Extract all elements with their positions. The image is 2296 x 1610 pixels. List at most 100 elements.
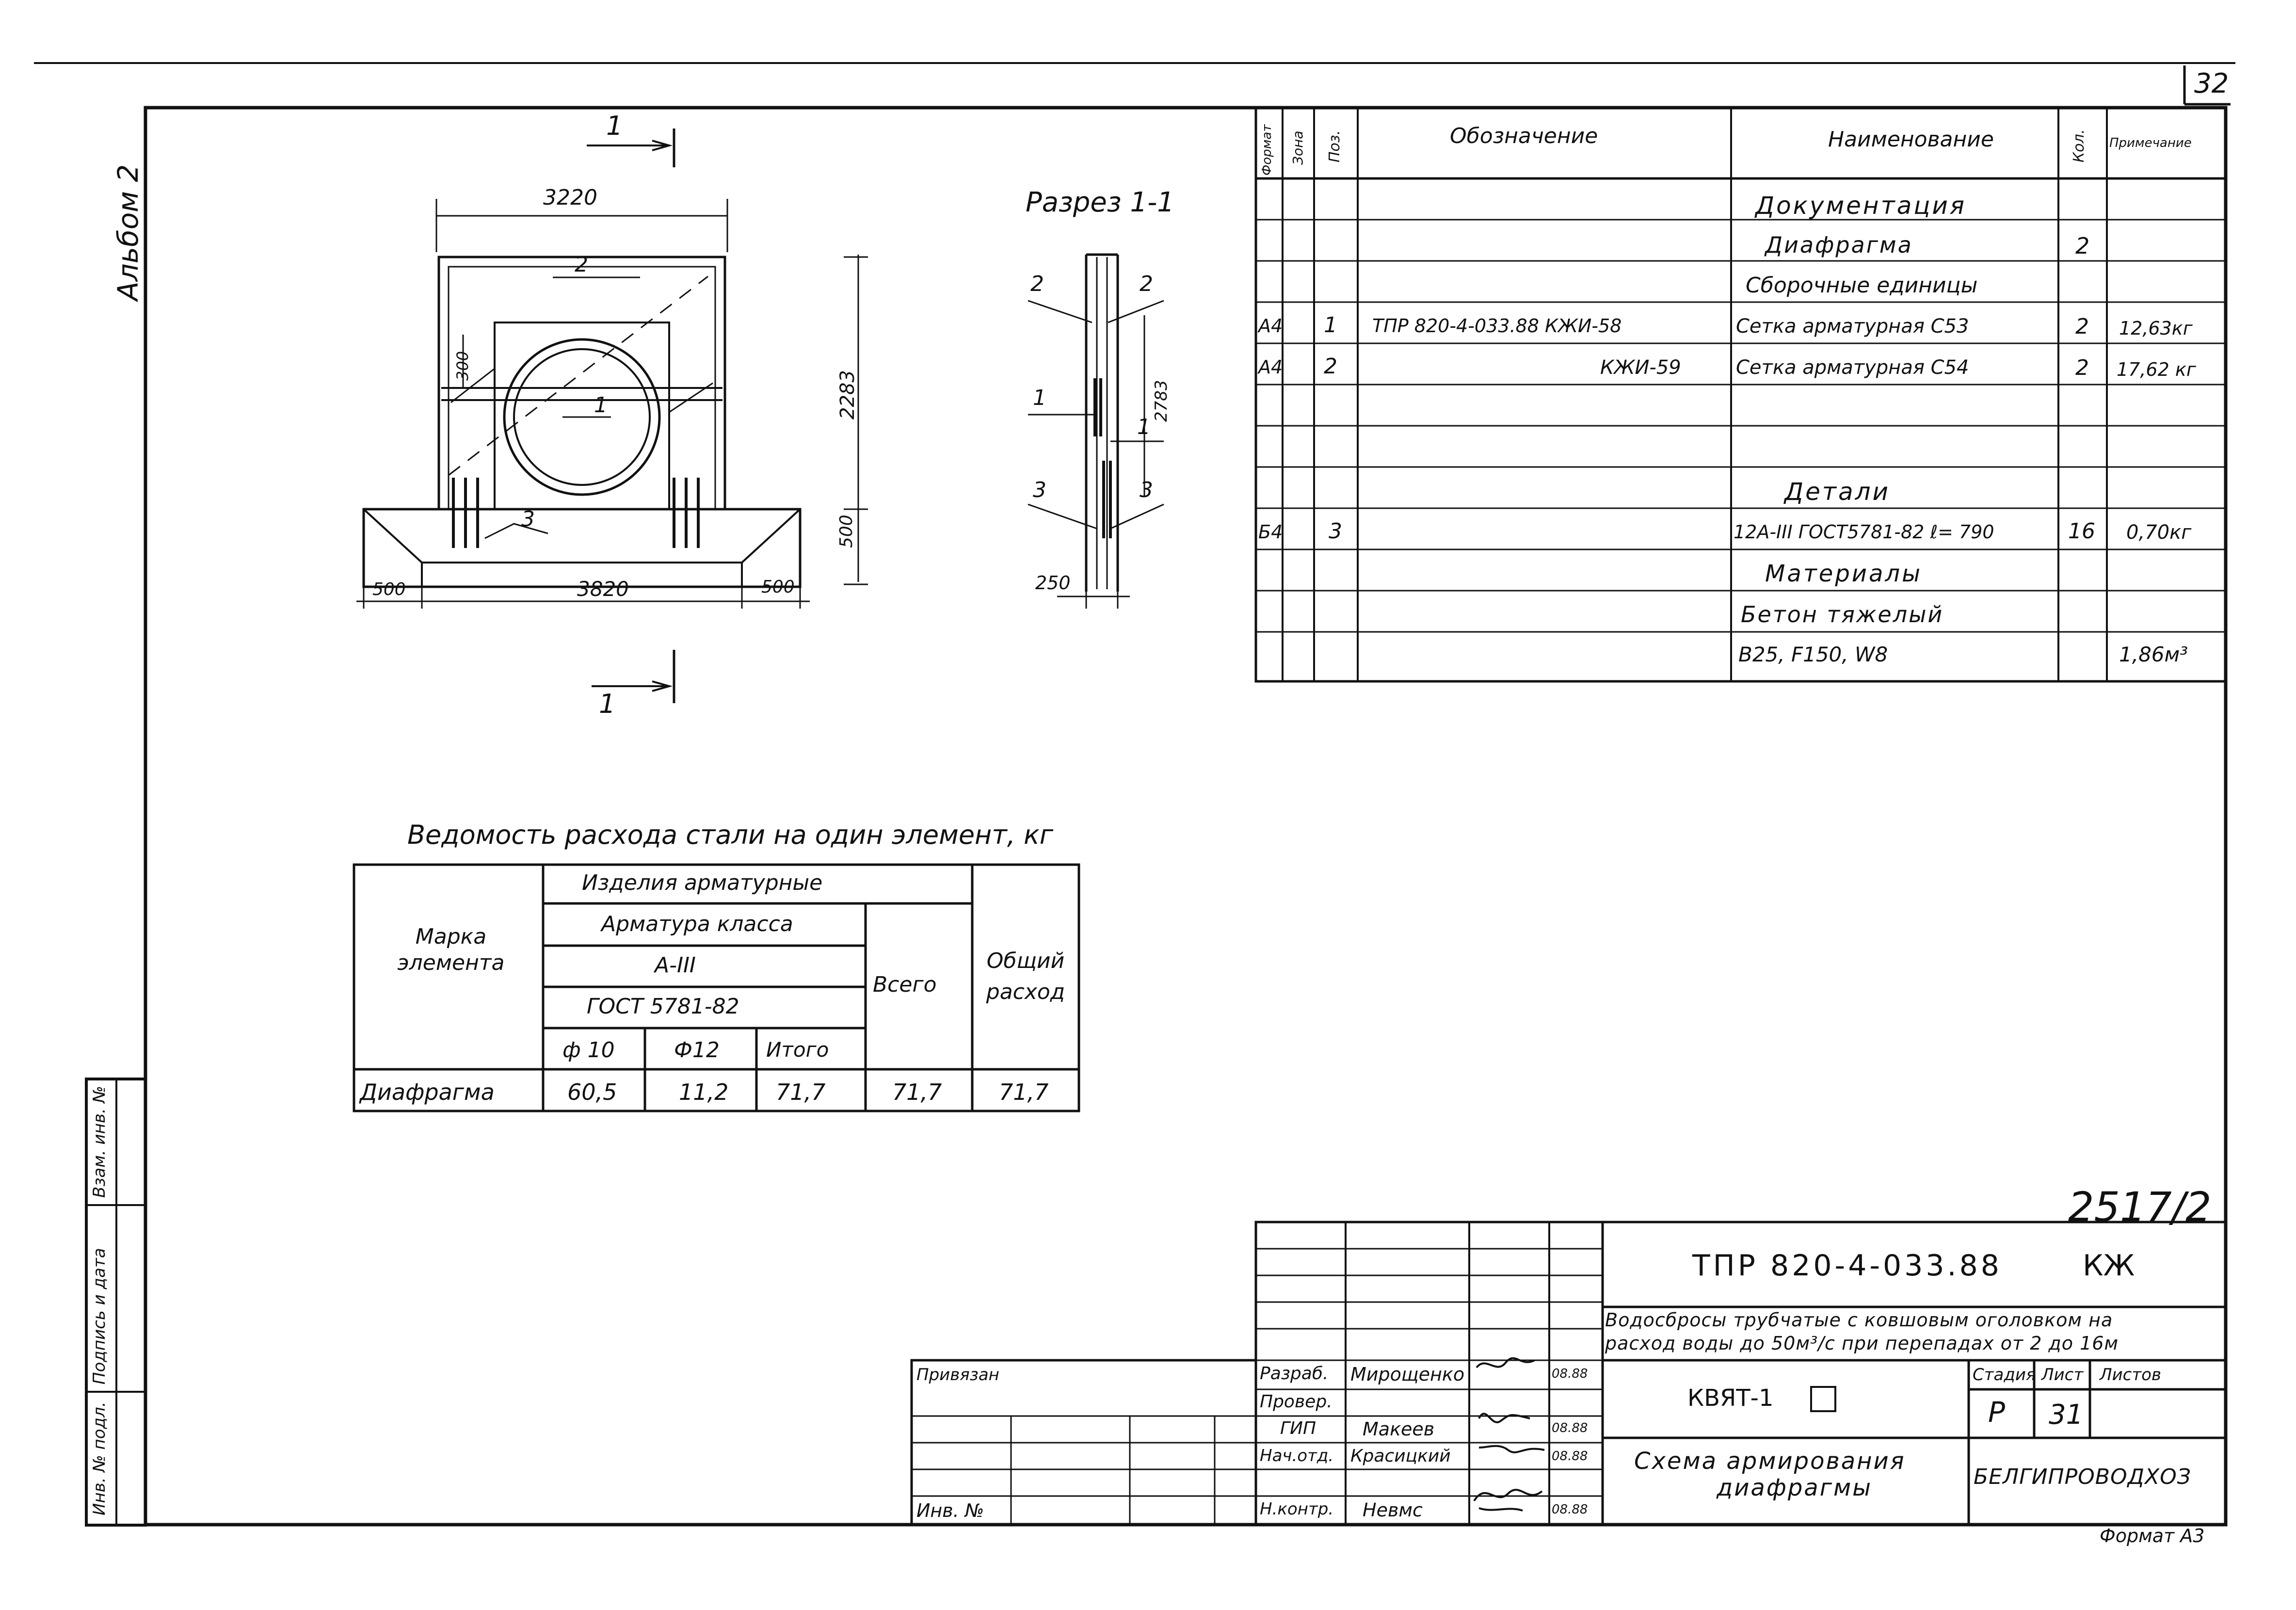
spec-row-5-format: А4 (1258, 356, 1283, 378)
organization: БЕЛГИПРОВОДХОЗ (1974, 1465, 2191, 1489)
person-role-3: ГИП (1280, 1418, 1317, 1438)
person-date-5: 08.88 (1552, 1502, 1588, 1517)
album-label: Альбом 2 (112, 164, 145, 301)
steel-total: Общий расход (986, 949, 1065, 1004)
steel-row-d10: 60,5 (567, 1079, 617, 1105)
spec-row-12-note: 1,86м³ (2119, 643, 2188, 666)
side-sign-date: Подпись и дата (90, 1248, 109, 1385)
title-block-lines (910, 1221, 2227, 1527)
steel-group: Изделия арматурные (582, 870, 823, 895)
spec-row-4-format: А4 (1258, 315, 1283, 337)
drawing-name-l2: диафрагмы (1717, 1474, 1873, 1501)
spec-row-5-pos: 2 (1324, 354, 1337, 379)
section-pos-2-left: 2 (1030, 272, 1044, 296)
spec-row-5-note: 17,62 кг (2117, 359, 2196, 380)
stage-label: Стадия (1973, 1365, 2036, 1385)
spec-row-5-qty: 2 (2075, 355, 2089, 380)
spec-row-5-name: Сетка арматурная С54 (1736, 356, 1969, 379)
spec-row-4-note: 12,63кг (2119, 318, 2193, 339)
signatures (1473, 1357, 1545, 1512)
spec-row-4-designation: ТПР 820-4-033.88 КЖИ-58 (1372, 315, 1622, 337)
steel-subgroup: Арматура класса (601, 912, 793, 936)
cut-mark-top: 1 (606, 111, 623, 141)
dim-total-height: 2283 (836, 370, 859, 419)
stage-value: Р (1988, 1396, 2005, 1429)
document-code: ТПР 820-4-033.88 (1692, 1249, 2002, 1283)
person-date-4: 08.88 (1552, 1449, 1588, 1464)
dim-base-height: 500 (836, 515, 856, 548)
steel-row-itogo: 71,7 (776, 1079, 826, 1105)
plan-pos-2: 2 (575, 252, 588, 277)
person-name-3: Макеев (1363, 1418, 1435, 1440)
spec-row-12-name: В25, F150, W8 (1738, 643, 1888, 666)
plan-pos-3: 3 (521, 507, 535, 531)
dim-left-ext: 500 (372, 580, 406, 599)
sheet-value: 31 (2049, 1399, 2084, 1431)
project-description-l1: Водосбросы трубчатые с ковшовым оголовко… (1605, 1309, 2113, 1331)
dim-right-ext: 500 (761, 577, 795, 597)
person-name-5: Невмс (1363, 1499, 1423, 1521)
spec-h-designation: Обозначение (1450, 124, 1598, 148)
spec-row-2-qty: 2 (2075, 233, 2090, 259)
spec-row-9-name: 12А-III ГОСТ5781-82 ℓ= 790 (1734, 521, 1994, 543)
spec-row-4-name: Сетка арматурная С53 (1736, 315, 1969, 338)
spec-h-pos: Поз. (1326, 130, 1343, 162)
spec-h-format: Формат (1260, 124, 1274, 176)
document-mark: КЖ (2083, 1249, 2135, 1283)
spec-row-9-qty: 16 (2068, 519, 2095, 544)
dim-inner-300: 300 (453, 351, 472, 381)
steel-row-mark: Диафрагма (360, 1079, 495, 1105)
spec-h-note: Примечание (2109, 136, 2192, 150)
section-pos-1-left: 1 (1033, 386, 1046, 410)
privyazan-label: Привязан (916, 1365, 999, 1385)
section-pos-1-right: 1 (1137, 415, 1151, 439)
steel-title: Ведомость расхода стали на один элемент,… (407, 820, 1054, 850)
person-role-2: Провер. (1260, 1392, 1333, 1412)
sheets-label: Листов (2100, 1365, 2162, 1385)
dim-section-height: 2783 (1152, 380, 1171, 422)
section-pos-3-right: 3 (1140, 478, 1153, 502)
spec-row-5-designation: КЖИ-59 (1600, 356, 1681, 379)
steel-d10: ф 10 (562, 1038, 615, 1063)
spec-table-lines (1254, 106, 2227, 683)
steel-gost: ГОСТ 5781-82 (587, 994, 739, 1019)
spec-row-3-name: Сборочные единицы (1746, 273, 1978, 298)
section-pos-3-left: 3 (1033, 478, 1046, 502)
section-title: Разрез 1-1 (1026, 187, 1174, 218)
steel-col-mark: Марка элемента (397, 924, 505, 975)
spec-row-4-qty: 2 (2075, 314, 2089, 339)
drawing-name-l1: Схема армирования (1634, 1448, 1906, 1475)
section-pos-2-right: 2 (1140, 272, 1153, 296)
spec-row-11-name: Бетон тяжелый (1741, 601, 1944, 628)
steel-class: А-III (655, 953, 696, 978)
spec-h-zone: Зона (1290, 130, 1306, 165)
spec-row-10-name: Материалы (1765, 560, 1922, 587)
spec-row-8-name: Детали (1784, 478, 1891, 506)
person-name-4: Красицкий (1350, 1446, 1451, 1466)
project-number: 2517/2 (2068, 1183, 2212, 1231)
spec-row-9-format: Б4 (1258, 521, 1283, 543)
plan-pos-1: 1 (594, 393, 608, 418)
dim-base-width: 3820 (577, 577, 629, 601)
spec-row-4-pos: 1 (1324, 313, 1337, 338)
section-view (1028, 253, 1164, 609)
spec-h-name: Наименование (1828, 127, 1994, 152)
format-label: Формат А3 (2100, 1525, 2205, 1546)
steel-row-d12: 11,2 (679, 1079, 729, 1105)
inv-label: Инв. № (916, 1500, 984, 1521)
steel-row-vsego: 71,7 (892, 1079, 942, 1105)
steel-itogo: Итого (766, 1038, 829, 1062)
spec-h-qty: Кол. (2071, 129, 2087, 162)
person-date-1: 08.88 (1552, 1367, 1588, 1381)
spec-row-2-name: Диафрагма (1765, 232, 1913, 258)
dim-section-width: 250 (1035, 572, 1071, 594)
person-role-5: Н.контр. (1260, 1499, 1334, 1519)
person-role-1: Разраб. (1260, 1364, 1329, 1384)
project-description-l2: расход воды до 50м³/с при перепадах от 2… (1605, 1333, 2119, 1354)
steel-table-lines (353, 863, 1080, 1112)
steel-vsego: Всего (873, 972, 937, 997)
sheet-label: Лист (2041, 1365, 2084, 1385)
steel-d12: Ф12 (674, 1038, 720, 1063)
sheet-number: 32 (2194, 68, 2229, 99)
side-inv-replace: Взам. инв. № (90, 1086, 109, 1198)
